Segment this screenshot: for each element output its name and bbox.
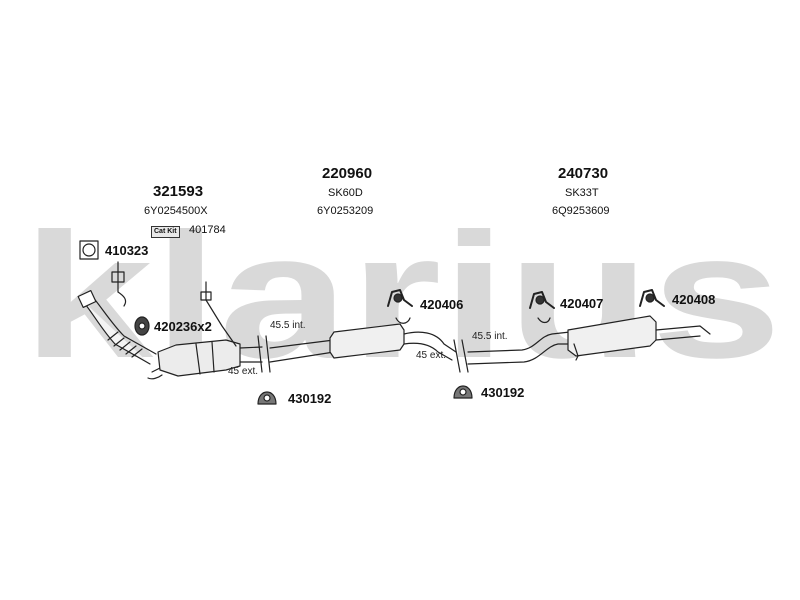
rubber-mount-icon bbox=[387, 289, 413, 324]
middle-silencer bbox=[329, 323, 457, 361]
part-clamp-b: 430192 bbox=[481, 385, 525, 400]
lambda-sensor-2 bbox=[200, 281, 237, 347]
clamp-icon bbox=[134, 316, 150, 336]
rear-silencer bbox=[567, 315, 711, 361]
rear-section-ref: 6Q9253609 bbox=[552, 205, 610, 217]
gasket-icon bbox=[79, 240, 99, 260]
cut-line-1 bbox=[257, 335, 271, 373]
cat-kit-number: 401784 bbox=[189, 224, 226, 236]
front-section-ref: 6Y0254500X bbox=[144, 205, 208, 217]
rear-section-code: SK33T bbox=[565, 187, 599, 199]
dimension-int-2: 45.5 int. bbox=[472, 331, 508, 342]
catalytic-converter bbox=[157, 339, 263, 377]
rear-pipe bbox=[467, 331, 571, 365]
rear-section-number: 240730 bbox=[558, 165, 609, 182]
middle-section-code: SK60D bbox=[328, 187, 363, 199]
front-section-number: 321593 bbox=[153, 183, 204, 200]
part-clamp-front: 420236x2 bbox=[154, 319, 212, 334]
dimension-int-1: 45.5 int. bbox=[270, 320, 306, 331]
part-gasket: 410323 bbox=[105, 243, 149, 258]
lambda-sensor-1 bbox=[111, 261, 127, 307]
pipe-clamp-icon bbox=[257, 391, 277, 405]
dimension-ext-2: 45 ext. bbox=[416, 350, 447, 361]
part-clamp-a: 430192 bbox=[288, 391, 332, 406]
rubber-mount-icon bbox=[639, 289, 665, 307]
middle-pipe bbox=[269, 339, 335, 363]
rubber-mount-icon bbox=[529, 291, 555, 324]
cut-line-2 bbox=[453, 339, 469, 373]
middle-section-number: 220960 bbox=[322, 165, 373, 182]
downpipe bbox=[77, 290, 163, 380]
cat-kit-badge: Cat Kit bbox=[151, 226, 180, 238]
middle-section-ref: 6Y0253209 bbox=[317, 205, 374, 217]
part-mount-1: 420406 bbox=[420, 297, 464, 312]
part-mount-3: 420408 bbox=[672, 292, 716, 307]
part-mount-2: 420407 bbox=[560, 296, 604, 311]
dimension-ext-1: 45 ext. bbox=[228, 366, 259, 377]
pipe-clamp-icon bbox=[453, 385, 473, 399]
